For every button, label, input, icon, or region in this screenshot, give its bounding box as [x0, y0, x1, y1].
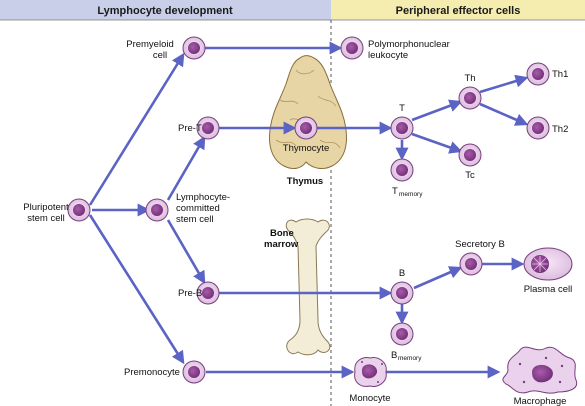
- label-thymocyte: Thymocyte: [283, 143, 329, 154]
- thymus-organ: [269, 55, 347, 170]
- label-pre-t: Pre-T: [178, 123, 202, 134]
- cell-b: [390, 281, 414, 305]
- label-premonocyte: Premonocyte: [124, 367, 180, 378]
- label-b: B: [399, 268, 405, 279]
- label-pre-b: Pre-B: [178, 288, 202, 299]
- header-right-title: Peripheral effector cells: [396, 5, 521, 17]
- label-t: T: [399, 103, 405, 114]
- label-bone-marrow-1: Bone: [270, 228, 294, 239]
- label-lymphocyte-committed-2: committed: [176, 203, 220, 214]
- label-tc: Tc: [465, 170, 475, 181]
- cell-plasma: [523, 247, 573, 281]
- cell-th1: [526, 62, 550, 86]
- label-lymphocyte-committed-1: Lymphocyte-: [176, 192, 230, 203]
- label-th: Th: [464, 73, 475, 84]
- label-secretory-b: Secretory B: [455, 239, 505, 250]
- label-bone-marrow-2: marrow: [264, 239, 299, 250]
- cell-premyeloid: [182, 36, 206, 60]
- cell-lymphocyte-committed: [145, 198, 169, 222]
- cell-th2: [526, 116, 550, 140]
- label-plasma-cell: Plasma cell: [524, 284, 573, 295]
- label-b-memory-sub: memory: [398, 355, 422, 362]
- label-macrophage: Macrophage: [514, 396, 567, 406]
- cell-secretory-b: [459, 252, 483, 276]
- label-th2: Th2: [552, 124, 568, 135]
- cell-thymocyte: [294, 116, 318, 140]
- label-premyeloid-1: Premyeloid: [126, 39, 174, 50]
- cell-t: [390, 116, 414, 140]
- header-right-bar: [331, 0, 585, 20]
- label-premyeloid-2: cell: [153, 50, 167, 61]
- cell-b-memory: [390, 322, 414, 346]
- label-pluripotent-2: stem cell: [27, 213, 64, 224]
- label-polymorphonuclear-1: Polymorphonuclear: [368, 39, 450, 50]
- cell-monocyte: [354, 357, 387, 387]
- label-t-memory-main: T: [392, 186, 398, 197]
- cell-pre-t: [196, 116, 220, 140]
- cell-polymorphonuclear: [340, 36, 364, 60]
- label-thymus: Thymus: [287, 176, 323, 187]
- cell-th: [458, 86, 482, 110]
- header-left-title: Lymphocyte development: [97, 5, 233, 17]
- cell-premonocyte: [182, 360, 206, 384]
- label-th1: Th1: [552, 69, 568, 80]
- bone-marrow-organ: [285, 218, 331, 356]
- label-lymphocyte-committed-3: stem cell: [176, 214, 213, 225]
- arrow-group: [88, 41, 529, 379]
- cell-pre-b: [196, 281, 220, 305]
- cell-tc: [458, 143, 482, 167]
- header-left-bar: [0, 0, 331, 20]
- cell-pluripotent: [67, 198, 91, 222]
- cell-t-memory: [390, 158, 414, 182]
- cell-macrophage: [502, 346, 578, 394]
- label-polymorphonuclear-2: leukocyte: [368, 50, 408, 61]
- label-t-memory-sub: memory: [399, 191, 423, 198]
- label-pluripotent-1: Pluripotent: [23, 202, 69, 213]
- label-monocyte: Monocyte: [349, 393, 390, 404]
- label-b-memory-main: B: [391, 350, 397, 361]
